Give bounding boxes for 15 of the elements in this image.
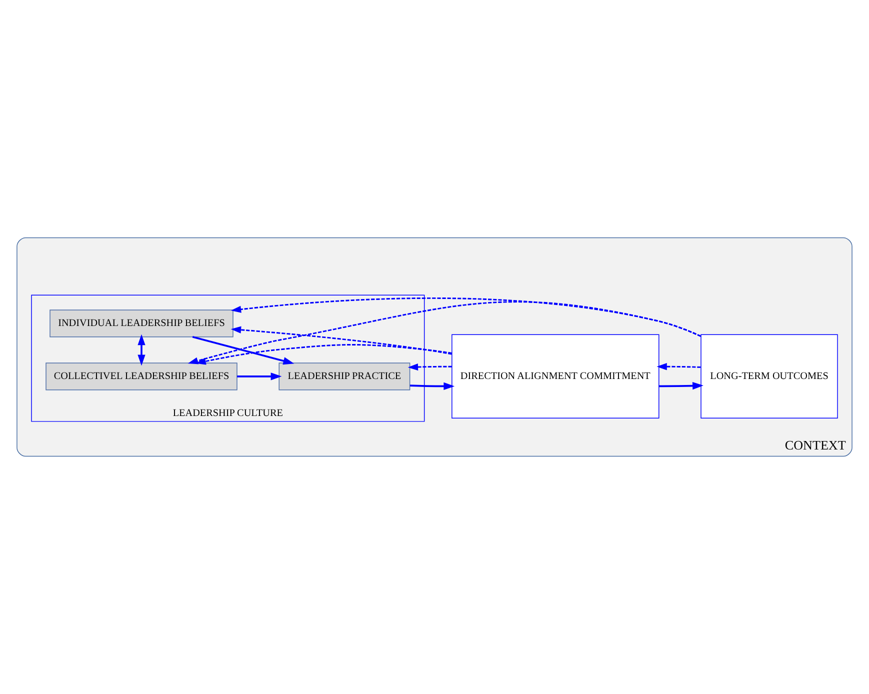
- node-box: INDIVIDUAL LEADERSHIP BELIEFS: [50, 310, 234, 338]
- arrow: [188, 301, 702, 364]
- arrow: [658, 382, 704, 390]
- arrow: [196, 344, 452, 365]
- arrow: [192, 336, 294, 365]
- arrow: [408, 363, 452, 371]
- node-box: COLLECTIVEL LEADERSHIP BELIEFS: [46, 362, 238, 390]
- node-box: LEADERSHIP PRACTICE: [278, 362, 410, 390]
- node-box: DIRECTION ALIGNMENT COMMITMENT: [452, 334, 660, 419]
- node-box: LONG-TERM OUTCOMES: [700, 334, 838, 419]
- arrow: [237, 372, 282, 380]
- arrow: [656, 363, 701, 370]
- arrow: [410, 382, 455, 390]
- arrow: [230, 326, 452, 355]
- arrow: [138, 334, 146, 366]
